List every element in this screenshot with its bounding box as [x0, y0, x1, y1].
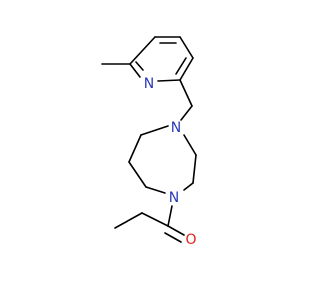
atom-label-pyridine-n: N	[144, 76, 154, 92]
pyridine-ring	[129, 36, 194, 82]
bond-n-c6	[129, 63, 141, 78]
bond-c6-c5	[128, 161, 147, 188]
bond-c3-c2	[179, 57, 194, 81]
atom-label-diazepane-n-upper: N	[171, 120, 181, 136]
bond-carbonyl-o	[167, 225, 185, 236]
bond-c7-c6	[128, 134, 142, 163]
bond-carbonyl-ch2	[141, 212, 169, 227]
diazepane-ring	[128, 125, 197, 194]
bond-c2-ch2	[179, 79, 193, 107]
bond-c3-c2-inner	[175, 57, 187, 75]
propanoyl-group	[114, 205, 185, 243]
bond-n4-carbonyl	[167, 205, 173, 227]
atom-label-carbonyl-o: O	[185, 232, 196, 248]
bond-c4-c3	[179, 36, 194, 59]
bond-ch2-n	[180, 105, 193, 121]
bond-c2-c3	[192, 154, 197, 184]
structure-diagram: N N N O	[0, 0, 300, 300]
atom-label-diazepane-n-lower: N	[169, 190, 179, 206]
background	[0, 0, 300, 300]
bond-n1-c2	[183, 134, 197, 156]
bond-c2-n	[157, 79, 181, 82]
bond-n1-c7	[140, 125, 169, 136]
bond-n-c6-inner	[135, 61, 144, 71]
bond-c6-c5	[129, 36, 156, 65]
bond-c5-n4	[145, 186, 166, 194]
bond-carbonyl-o-second	[164, 232, 182, 243]
bond-c3-n4	[183, 182, 194, 191]
bond-ch2-ch3	[114, 212, 143, 229]
